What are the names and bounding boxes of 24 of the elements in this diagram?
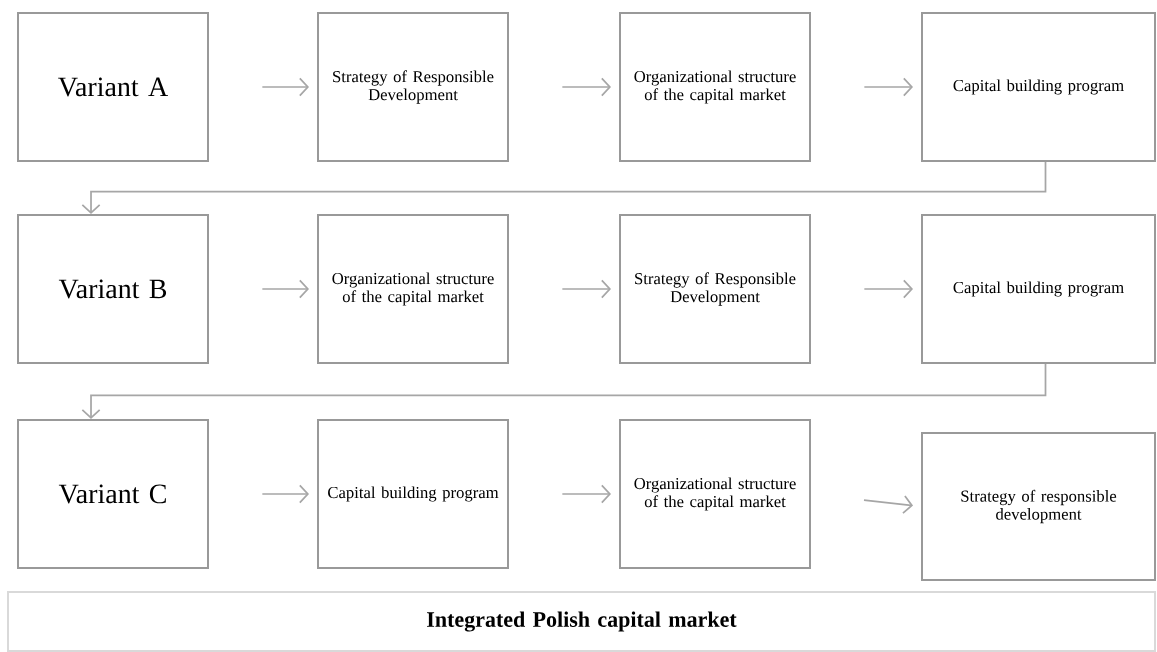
arrow — [261, 484, 309, 504]
result-band: Integrated Polish capital market — [7, 591, 1156, 652]
variant-box: Variant C — [17, 419, 209, 569]
arrow — [863, 495, 914, 515]
arrow — [561, 279, 611, 299]
arrow — [863, 77, 913, 97]
step-box: Strategy of Responsible Development — [619, 214, 811, 364]
step-box: Capital building program — [317, 419, 509, 569]
arrow — [561, 484, 611, 504]
arrow — [81, 363, 1047, 419]
step-box: Capital building program — [921, 214, 1156, 364]
step-box: Organizational structure of the capital market — [619, 12, 811, 162]
arrow — [863, 279, 913, 299]
arrow — [81, 161, 1047, 214]
variant-box: Variant B — [17, 214, 209, 364]
arrow — [261, 279, 309, 299]
arrow — [561, 77, 611, 97]
step-box: Strategy of Responsible Development — [317, 12, 509, 162]
variant-box: Variant A — [17, 12, 209, 162]
step-box: Strategy of responsible development — [921, 432, 1156, 581]
step-box: Organizational structure of the capital market — [317, 214, 509, 364]
step-box: Organizational structure of the capital market — [619, 419, 811, 569]
step-box: Capital building program — [921, 12, 1156, 162]
arrow — [261, 77, 309, 97]
